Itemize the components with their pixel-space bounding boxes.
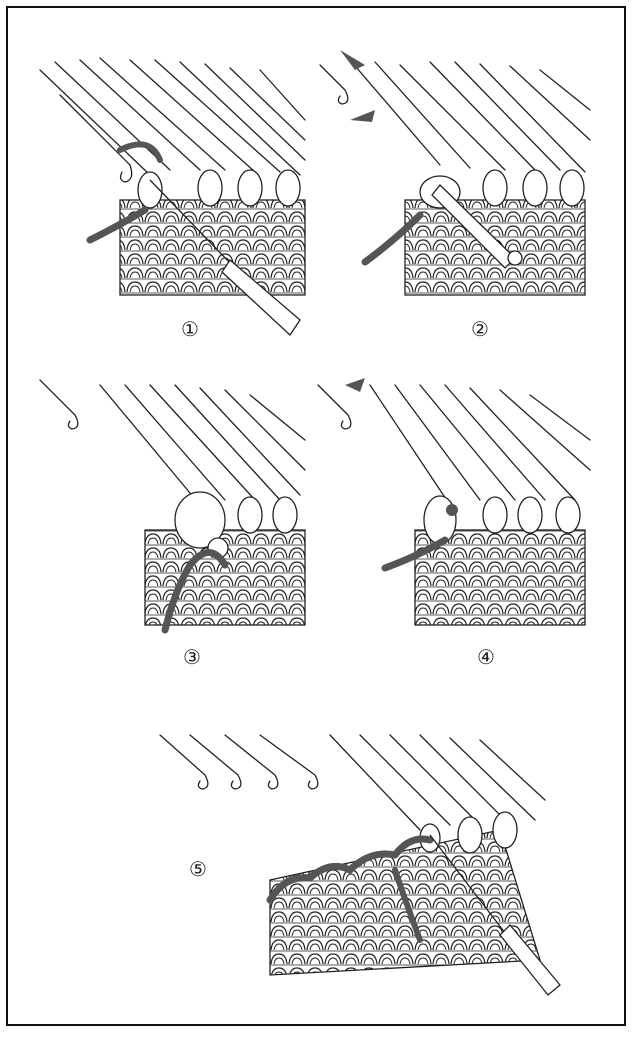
needle-bed-wires [349,59,591,173]
arrow-icon [350,110,375,122]
hook-needle-icon [319,64,349,105]
needle-bed-wires [39,57,306,176]
needle-bed-wires [99,384,306,506]
yarn-strand [392,867,423,943]
arrow-icon [345,378,365,392]
step-label: ⑤ [189,857,207,881]
stitch-loops [137,169,301,209]
diagram-frame [6,6,626,1026]
needle-bed-wires [329,734,546,831]
hook-needle-row [159,734,319,790]
stitch-loops [423,495,581,545]
step-1-illustration: ① [39,57,306,341]
stitch-marker [446,504,458,516]
stitch-loops [419,811,518,854]
yarn-strand [361,211,424,266]
knitted-fabric [119,199,306,296]
needle-bed-wires [369,384,591,506]
latch-tool-icon [431,184,523,269]
arrow-icon [117,141,163,163]
yarn-strand [86,206,149,244]
stitch-loops [419,169,585,209]
step-2-illustration: ② [319,50,591,341]
step-label: ① [181,317,199,341]
step-label: ③ [183,645,201,669]
bound-off-chain [266,835,434,904]
hook-needle-icon [59,94,133,183]
step-3-illustration: ③ [39,379,306,669]
step-label: ④ [477,645,495,669]
hook-needle-icon [39,379,79,430]
step-label: ② [471,317,489,341]
step-4-illustration: ④ [317,378,591,669]
arrow-icon [340,50,365,70]
latch-tool-icon [429,834,561,996]
hook-needle-icon [317,384,352,430]
yarn-strand [161,549,229,634]
latch-tool-icon [149,179,301,336]
knitted-fabric [414,529,586,626]
yarn-strand [381,536,449,572]
step-5-illustration: ⑤ [159,734,561,996]
